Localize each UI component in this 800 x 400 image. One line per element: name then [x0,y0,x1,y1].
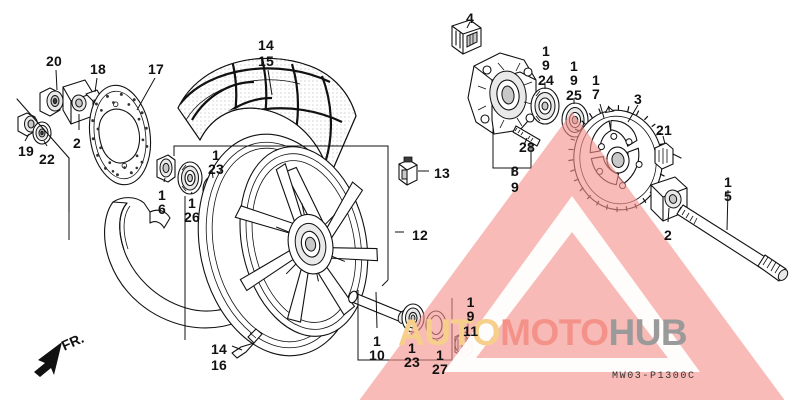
callout-c2a: 2 [73,135,81,151]
part-1-26-bearing [177,161,203,195]
part-22-spacer [32,121,52,145]
callout-c1_23b: 1 23 [404,340,420,371]
callout-c1_6: 1 6 [158,187,166,218]
callout-c15: 15 [258,53,274,69]
callout-c19: 19 [18,143,34,159]
callout-c1_7: 1 7 [592,72,600,103]
callout-c1_9_25: 1 9 25 [566,58,582,103]
callout-c17: 17 [148,61,164,77]
callout-c21: 21 [656,122,672,138]
watermark-text-auto: AUTO [398,312,501,353]
part-code-label: MW03-P1300C [612,371,696,382]
front-direction-marker: FR. [18,330,98,378]
callout-c1_5: 1 5 [724,174,732,205]
callout-c4: 4 [466,10,474,26]
callout-c22: 22 [39,151,55,167]
part-4-chain-adjuster [451,19,482,55]
callout-c13: 13 [434,165,450,181]
callout-c14a: 14 [258,37,274,53]
callout-c3: 3 [634,91,642,107]
part-13-clip [398,156,418,186]
callout-c28: 28 [519,139,535,155]
watermark-text-moto: MOTO [500,312,609,353]
callout-c1_26: 1 26 [184,195,200,226]
part-1-6-bearing [156,154,176,183]
callout-c2b: 2 [664,227,672,243]
part-caliper-bracket-left [62,79,94,125]
watermark-text: AUTOMOTOHUB [398,312,688,354]
callout-c1_9_11: 1 9 11 [463,294,479,339]
part-12-rear-wheel [197,133,379,357]
callout-c8: 8 [511,163,519,179]
callout-c20: 20 [46,53,62,69]
callout-c1_23: 1 23 [208,147,224,178]
callout-c12: 12 [412,227,428,243]
callout-c14b: 14 [211,341,227,357]
callout-c1_10: 1 10 [369,333,385,364]
part-17-brake-disc [88,84,152,186]
part-1-9-24-bearing [530,87,560,125]
part-8-9-driven-flange [467,52,537,135]
part-1-5-rear-axle [676,204,789,282]
callout-c18: 18 [90,61,106,77]
watermark-text-hub: HUB [608,312,688,353]
callout-c1_9_24: 1 9 24 [538,43,554,88]
fr-arrow-icon [34,342,62,377]
callout-c1_27: 1 27 [432,347,448,378]
part-21-bolt [654,142,682,170]
callout-c16: 16 [211,357,227,373]
part-20-collar [39,87,64,117]
callout-c9b: 9 [511,179,519,195]
part-14-16-valve-stem [231,328,263,359]
